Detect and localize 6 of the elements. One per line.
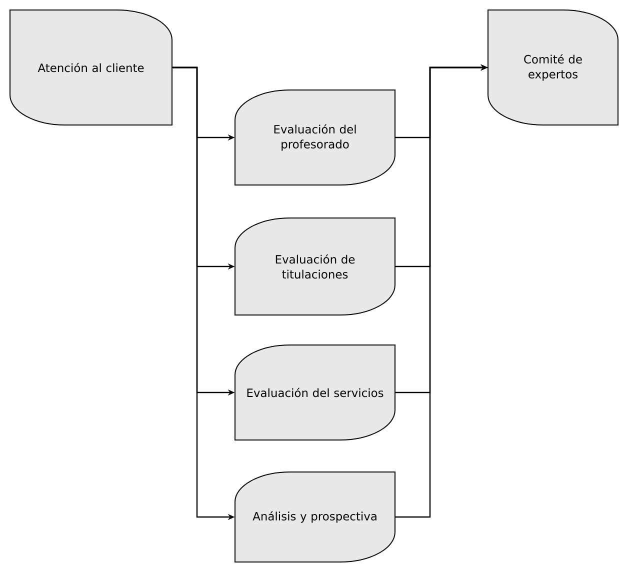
process-box: Evaluación de titulaciones (234, 218, 396, 316)
process-box: Análisis y prospectiva (234, 472, 396, 562)
process-box: Atención al cliente (10, 10, 172, 126)
process-box: Evaluación del profesorado (234, 90, 396, 186)
process-box: Comité de expertos (488, 10, 618, 126)
process-box: Evaluación del servicios (234, 344, 396, 440)
